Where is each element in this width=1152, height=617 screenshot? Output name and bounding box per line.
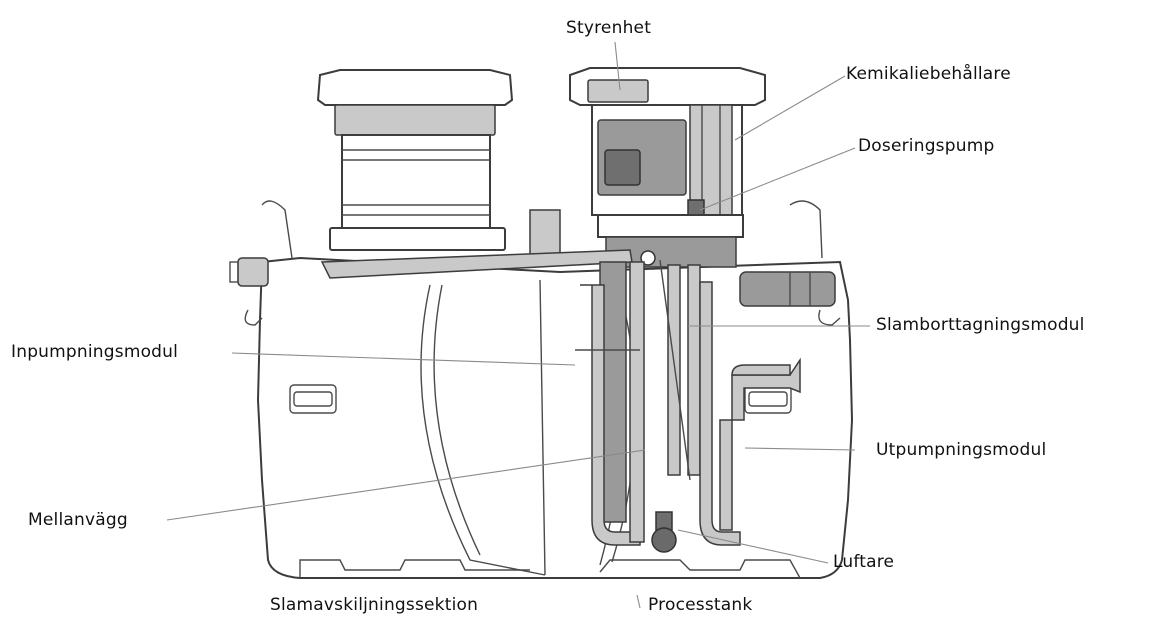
right-riser <box>569 67 766 238</box>
manifold <box>320 209 737 279</box>
label-slamborttagningsmodul: Slamborttagningsmodul <box>876 315 1085 335</box>
aerator <box>651 511 677 553</box>
label-inpumpningsmodul: Inpumpningsmodul <box>11 342 179 362</box>
label-processtank: Processtank <box>648 595 753 615</box>
label-styrenhet: Styrenhet <box>566 18 652 38</box>
leader-lines <box>166 41 870 609</box>
label-doseringspump: Doseringspump <box>858 136 995 156</box>
label-utpumpningsmodul: Utpumpningsmodul <box>876 440 1047 460</box>
left-riser <box>316 69 514 251</box>
label-kemikaliebehallare: Kemikaliebehållare <box>846 64 1011 84</box>
inpumping-module <box>575 261 645 546</box>
sludge-removal-module <box>659 259 701 481</box>
inlet-pipe <box>229 200 293 326</box>
outlet-pipe <box>739 200 841 326</box>
label-mellanvagg: Mellanvägg <box>28 510 128 530</box>
outpumping-module <box>699 281 801 546</box>
label-luftare: Luftare <box>833 552 895 572</box>
label-slamavskiljningssektion: Slamavskiljningssektion <box>270 595 479 615</box>
